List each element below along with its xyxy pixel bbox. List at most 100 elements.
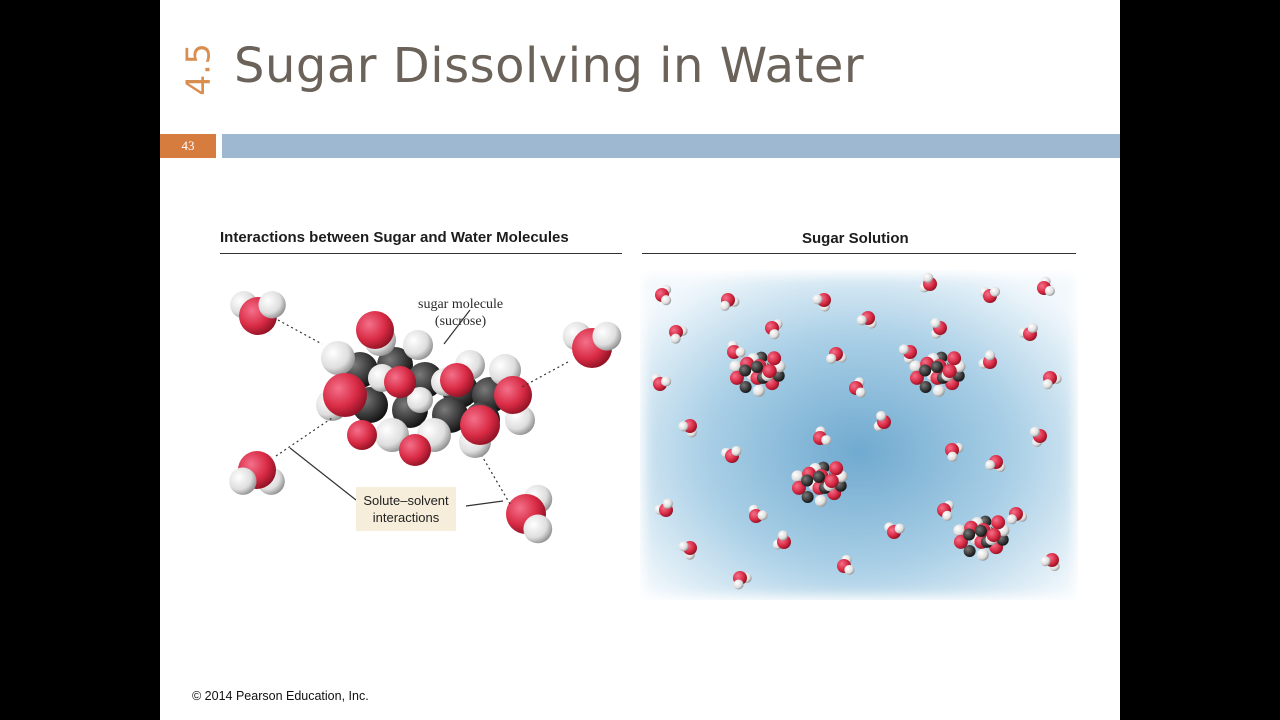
pointer-line <box>465 500 504 507</box>
hydrogen-atom <box>719 300 730 311</box>
sugar-molecule-label: sugar molecule (sucrose) <box>418 296 503 330</box>
section-number-text: 4.5 <box>178 42 218 96</box>
oxygen-atom <box>762 364 777 379</box>
water-molecule <box>650 373 672 391</box>
hydrogen-atom <box>757 510 768 521</box>
water-molecule <box>506 484 553 544</box>
water-molecule <box>985 455 1006 473</box>
hydrogen-atom <box>791 470 804 483</box>
carbon-atom <box>801 474 814 487</box>
hydrogen-atom <box>826 353 837 364</box>
hydrogen-atom <box>1029 426 1040 437</box>
solution-molecules <box>650 272 1062 590</box>
carbon-atom <box>963 545 976 558</box>
water-molecule <box>669 325 688 344</box>
oxygen-atom <box>767 351 782 366</box>
callout-line1: Solute–solvent <box>363 493 449 508</box>
left-panel-heading: Interactions between Sugar and Water Mol… <box>220 229 569 246</box>
slide-title: Sugar Dissolving in Water <box>234 38 865 94</box>
oxygen-atom <box>347 420 377 450</box>
carbon-atom <box>750 360 763 373</box>
water-molecule <box>873 410 891 432</box>
solute-solvent-callout: Solute–solvent interactions <box>356 487 456 531</box>
hydrogen-atom <box>1006 514 1017 525</box>
hydrogen-atom <box>733 579 744 590</box>
callout-line2: interactions <box>372 510 440 525</box>
water-molecule <box>733 571 752 590</box>
interaction-lines <box>275 309 569 507</box>
hydrogen-atom <box>403 330 433 360</box>
water-molecule <box>849 377 866 398</box>
hydrogen-atom <box>976 548 989 561</box>
section-number: 4.5 <box>178 40 218 98</box>
hydrogen-atom <box>321 341 355 375</box>
water-molecule <box>727 340 746 359</box>
water-molecule <box>1018 322 1038 341</box>
oxygen-atom <box>440 363 474 397</box>
page-number-badge: 43 <box>160 134 216 158</box>
oxygen-atom <box>953 534 968 549</box>
hydrogen-atom <box>953 524 966 537</box>
oxygen-atom <box>384 366 416 398</box>
hydrogen-atom <box>922 272 934 283</box>
hydrogen-atom <box>821 435 832 446</box>
hydrogen-atom <box>735 347 746 358</box>
carbon-atom <box>974 524 987 537</box>
hydrogen-atom <box>229 467 257 495</box>
hydrogen-atom <box>731 445 742 457</box>
hydrogen-atom <box>984 350 995 361</box>
water-molecule <box>930 318 947 339</box>
hydrogen-atom <box>1042 379 1053 390</box>
pointer-line <box>289 447 357 501</box>
copyright-footer: © 2014 Pearson Education, Inc. <box>192 689 369 703</box>
water-molecule <box>678 419 697 438</box>
hydrogen-atom <box>1027 322 1038 333</box>
hydrogen-atom <box>258 291 286 319</box>
water-molecule <box>719 293 740 311</box>
sugar-solution-figure <box>644 272 1074 596</box>
hydrogen-atom <box>661 295 672 306</box>
water-molecule <box>856 311 877 329</box>
sugar-molecule <box>909 351 966 397</box>
water-molecule <box>1029 426 1047 447</box>
carbon-atom <box>812 470 825 483</box>
oxygen-atom <box>991 515 1006 530</box>
sugar-molecule-label-line2: (sucrose) <box>434 314 487 329</box>
hydrogen-atom <box>1040 556 1051 567</box>
carbon-atom <box>801 491 814 504</box>
slide: 4.5 Sugar Dissolving in Water 43 Interac… <box>160 0 1120 720</box>
water-molecule <box>884 522 905 539</box>
hydrogen-atom <box>661 376 672 387</box>
water-molecule <box>919 272 937 293</box>
sucrose-molecule <box>316 311 535 466</box>
carbon-atom <box>919 381 932 394</box>
water-molecule <box>772 530 791 550</box>
oxygen-atom <box>824 474 839 489</box>
hydrogen-atom <box>678 541 689 552</box>
water-molecule <box>945 442 964 462</box>
hydrogen-atom <box>814 494 827 507</box>
hydrogen-atom <box>985 460 996 471</box>
oxygen-atom <box>942 364 957 379</box>
water-molecule <box>655 284 672 306</box>
water-molecule <box>1006 507 1028 525</box>
hydrogen-atom <box>894 523 905 534</box>
water-molecule <box>230 291 286 335</box>
hydrogen-bond-line <box>519 361 569 389</box>
right-panel-rule <box>642 253 1076 254</box>
water-molecule <box>721 445 742 463</box>
water-molecule <box>813 426 832 446</box>
header-bar <box>222 134 1120 158</box>
hydrogen-atom <box>812 294 823 305</box>
oxygen-atom <box>909 370 924 385</box>
hydrogen-atom <box>930 318 941 329</box>
hydrogen-bond-line <box>481 455 511 505</box>
carbon-atom <box>739 364 752 377</box>
water-molecule <box>826 347 847 364</box>
water-molecule <box>1042 371 1062 390</box>
sugar-water-interaction-figure <box>229 291 622 544</box>
water-molecule <box>678 541 697 560</box>
oxygen-atom <box>986 528 1001 543</box>
sugar-molecule <box>953 515 1010 561</box>
oxygen-atom <box>460 405 500 445</box>
